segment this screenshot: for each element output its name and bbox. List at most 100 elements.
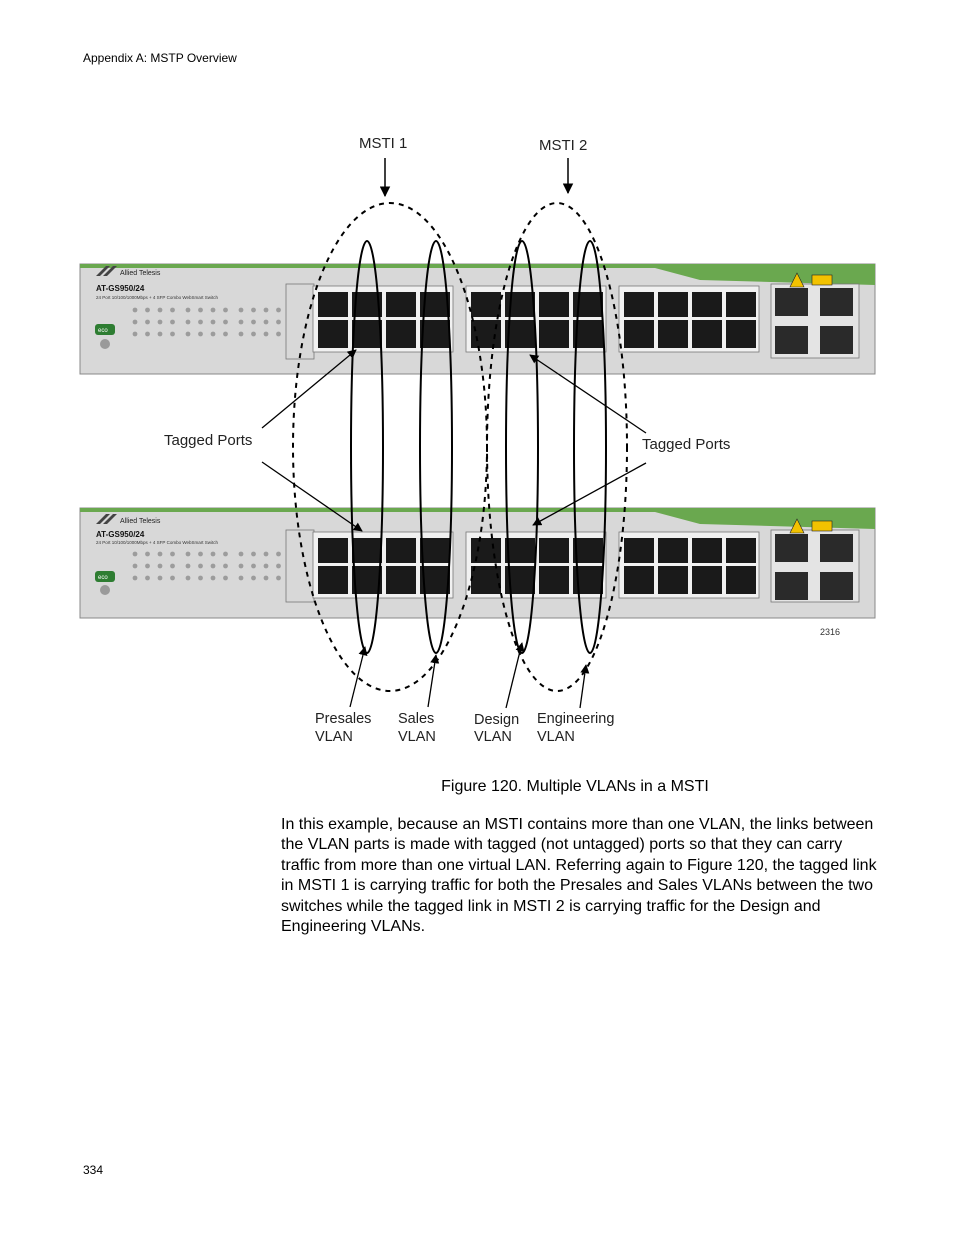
port-led-dot <box>132 551 138 557</box>
port-led-dot <box>238 331 244 337</box>
port-led-dot <box>198 331 203 337</box>
figure-id: 2316 <box>820 627 840 637</box>
engineering-vlan-label-line2: VLAN <box>537 729 575 745</box>
port-led-dot <box>263 331 269 337</box>
port-led-dot <box>198 307 203 313</box>
port-led-dot <box>263 575 269 581</box>
design-vlan-label-line1: Design <box>474 712 519 728</box>
switch-top-eco-badge <box>95 324 115 335</box>
port-led-dot <box>276 575 281 581</box>
switch-bottom-led-grid <box>132 551 281 581</box>
port-led-dot <box>145 563 150 569</box>
switch-top-brand-logo <box>96 266 117 276</box>
port-led-dot <box>210 307 216 313</box>
msti-2-boundary <box>486 202 628 692</box>
port-led-dot <box>198 575 203 581</box>
port-led-dot <box>198 563 203 569</box>
port-led-dot <box>238 551 244 557</box>
switch-top-led-grid <box>132 307 281 337</box>
port-led-dot <box>263 551 269 557</box>
switch-bottom-brand-logo <box>96 514 117 524</box>
switch-top-warning-icon <box>789 272 805 288</box>
port-led-dot <box>223 575 228 581</box>
switch-top-sfp-slots <box>770 272 860 359</box>
msti-2-label: MSTI 2 <box>539 137 587 154</box>
msti-1-label: MSTI 1 <box>359 135 407 152</box>
port-led-dot <box>210 551 216 557</box>
running-header: Appendix A: MSTP Overview <box>83 51 237 65</box>
port-led-dot <box>238 319 244 325</box>
switch-top-desc: 24 Port 10/100/1000Mbps + 4 SFP Combo We… <box>96 295 219 300</box>
port-led-dot <box>185 563 191 569</box>
port-led-dot <box>157 575 163 581</box>
switch-bottom-eco-badge <box>95 571 115 582</box>
switch-bottom-desc: 24 Port 10/100/1000Mbps + 4 SFP Combo We… <box>96 540 219 545</box>
switch-bottom-brand: Allied Telesis <box>120 518 161 525</box>
port-led-dot <box>263 563 269 569</box>
port-led-dot <box>185 307 191 313</box>
presales-vlan-arrow <box>349 646 368 708</box>
port-led-dot <box>223 319 228 325</box>
port-led-dot <box>157 331 163 337</box>
port-led-dot <box>170 331 175 337</box>
port-led-dot <box>145 551 150 557</box>
switch-bottom-warning-icon <box>789 518 805 534</box>
port-led-dot <box>145 307 150 313</box>
design-vlan-link <box>505 240 539 654</box>
port-led-dot <box>223 563 228 569</box>
port-led-dot <box>170 575 175 581</box>
tagged-ports-label-left: Tagged Ports <box>164 432 252 449</box>
port-led-dot <box>276 563 281 569</box>
port-led-dot <box>185 319 191 325</box>
port-led-dot <box>145 331 150 337</box>
switch-bottom: Allied Telesis AT-GS950/24 24 Port 10/10… <box>79 507 876 619</box>
port-led-dot <box>276 307 281 313</box>
port-led-dot <box>223 331 228 337</box>
port-led-dot <box>132 331 138 337</box>
switch-top-eco-label: eco <box>98 328 108 334</box>
port-led-dot <box>238 307 244 313</box>
presales-vlan-label-line2: VLAN <box>315 729 353 745</box>
switch-bottom-model: AT-GS950/24 <box>96 530 145 539</box>
port-led-dot <box>157 551 163 557</box>
port-led-dot <box>210 563 216 569</box>
port-led-dot <box>185 331 191 337</box>
design-vlan-arrow <box>505 642 525 709</box>
page-number: 334 <box>83 1163 104 1177</box>
sales-vlan-label-line1: Sales <box>398 711 434 727</box>
port-led-dot <box>251 575 256 581</box>
figure-caption: Figure 120. Multiple VLANs in a MSTI <box>441 778 709 795</box>
port-led-dot <box>223 551 228 557</box>
sales-vlan-link <box>419 240 453 654</box>
sales-vlan-arrow <box>427 654 440 708</box>
port-led-dot <box>170 563 175 569</box>
switch-bottom-laser-label-icon <box>811 520 833 532</box>
port-led-dot <box>185 575 191 581</box>
port-led-dot <box>145 575 150 581</box>
port-led-dot <box>132 563 138 569</box>
switch-top-laser-label-icon <box>811 274 833 286</box>
port-led-dot <box>132 319 138 325</box>
port-led-dot <box>251 319 256 325</box>
engineering-vlan-link <box>573 240 607 654</box>
port-led-dot <box>185 551 191 557</box>
port-led-dot <box>157 319 163 325</box>
port-led-dot <box>223 307 228 313</box>
port-led-dot <box>251 563 256 569</box>
switch-bottom-eco-label: eco <box>98 575 108 581</box>
port-led-dot <box>263 319 269 325</box>
port-led-dot <box>251 551 256 557</box>
port-led-dot <box>198 319 203 325</box>
port-led-dot <box>276 331 281 337</box>
port-led-dot <box>210 331 216 337</box>
tagged-ports-arrow-left-top <box>261 349 357 429</box>
tagged-ports-arrow-left-bottom <box>261 461 363 532</box>
port-led-dot <box>132 307 138 313</box>
switch-bottom-ports <box>318 538 756 594</box>
port-led-dot <box>145 319 150 325</box>
design-vlan-label-line2: VLAN <box>474 729 512 745</box>
tagged-ports-arrow-right-top <box>529 354 647 434</box>
sales-vlan-label-line2: VLAN <box>398 729 436 745</box>
port-led-dot <box>276 551 281 557</box>
msti-vlan-figure: Allied Telesis AT-GS950/24 24 Port 10/10… <box>79 135 876 745</box>
